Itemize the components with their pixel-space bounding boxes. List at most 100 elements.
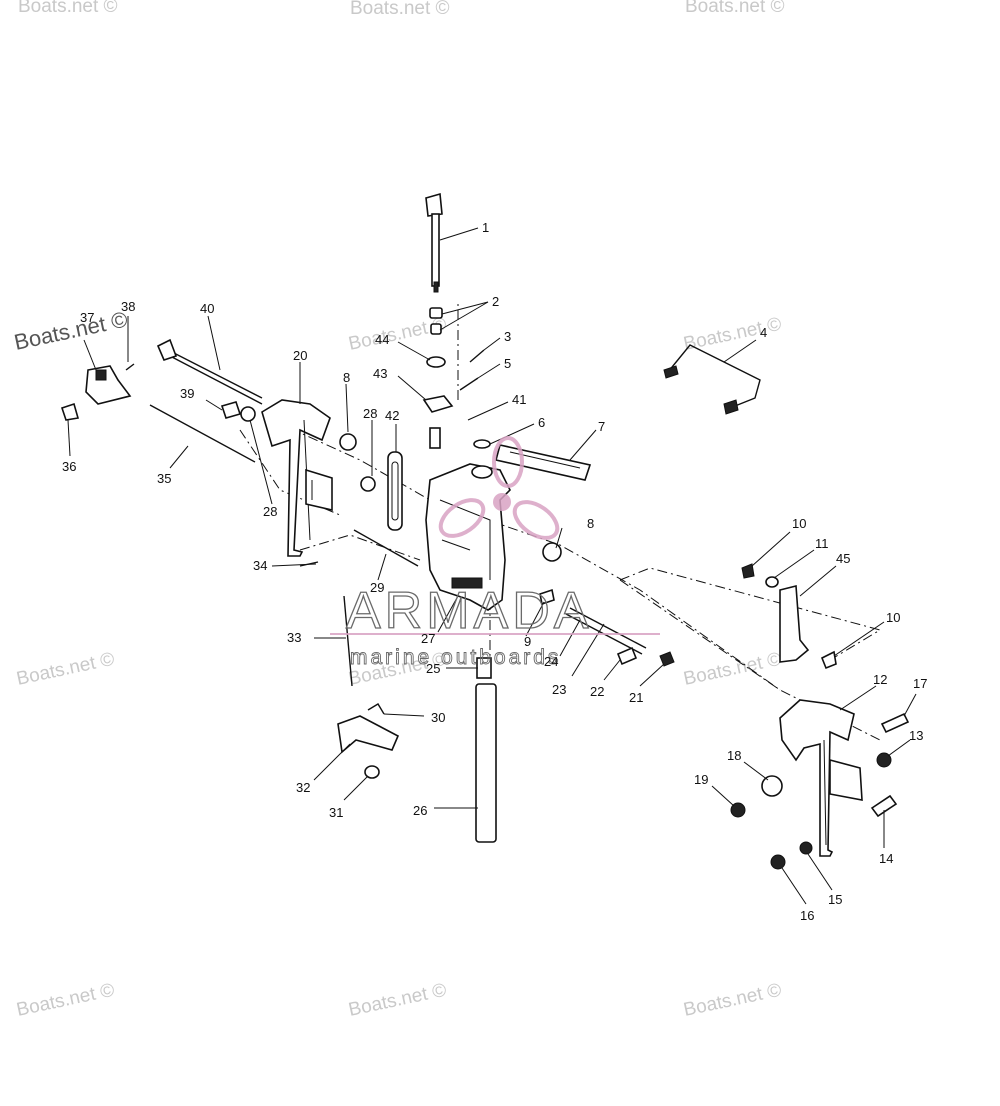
part-number-label: 19: [694, 772, 708, 787]
part-number-label: 35: [157, 471, 171, 486]
part-number-label: 9: [524, 634, 531, 649]
bushing: [360, 476, 376, 492]
bolt: [870, 794, 898, 818]
bolt: [820, 650, 837, 670]
clamp-bracket: [85, 365, 132, 405]
part-number-label: 33: [287, 630, 301, 645]
nut: [770, 854, 786, 870]
spring-clip: [367, 703, 385, 715]
nut: [876, 752, 892, 768]
part-number-label: 40: [200, 301, 214, 316]
watermark: Boats.net ©: [18, 0, 118, 17]
grease-fitting: [616, 646, 638, 666]
nut: [659, 651, 675, 667]
tilt-rod: [149, 404, 256, 463]
washer: [761, 775, 783, 797]
part-number-label: 28: [363, 406, 377, 421]
right-stern-bracket: [779, 699, 863, 857]
left-stern-bracket: [261, 399, 333, 557]
part-number-label: 31: [329, 805, 343, 820]
part-number-label: 37: [80, 310, 94, 325]
part-number-label: 14: [879, 851, 893, 866]
cap-nut: [220, 401, 242, 419]
part-number-label: 44: [375, 332, 389, 347]
stop-bracket: [779, 584, 810, 663]
part-number-label: 16: [800, 908, 814, 923]
nut: [799, 841, 813, 855]
part-number-label: 34: [253, 558, 267, 573]
pin: [125, 363, 135, 371]
swivel-bracket: [425, 463, 511, 611]
part-number-label: 3: [504, 329, 511, 344]
part-number-label: 24: [544, 654, 558, 669]
part-number-label: 13: [909, 728, 923, 743]
watermark: Boats.net ©: [15, 980, 117, 1021]
part-number-label: 11: [815, 536, 829, 551]
nut: [364, 765, 380, 779]
part-number-label: 38: [121, 299, 135, 314]
part-number-label: 30: [431, 710, 445, 725]
shift-link: [343, 595, 353, 687]
part-number-label: 4: [760, 325, 767, 340]
part-number-label: 36: [62, 459, 76, 474]
leader-lines: [67, 227, 917, 905]
washer: [240, 406, 256, 422]
part-number-label: 21: [629, 690, 643, 705]
tilt-tube: [569, 607, 647, 649]
watermark: Boats.net ©: [682, 980, 784, 1021]
tilt-lock-lever: [425, 192, 443, 293]
nut: [730, 802, 746, 818]
part-number-label: 41: [512, 392, 526, 407]
bolt: [741, 563, 755, 579]
steering-tube: [475, 657, 497, 843]
washer: [542, 542, 562, 562]
part-number-label: 10: [886, 610, 900, 625]
washer: [426, 356, 446, 368]
part-number-label: 42: [385, 408, 399, 423]
brand-tagline: marine outboards: [350, 646, 561, 669]
shift-rod: [663, 344, 761, 415]
watermark: Boats.net ©: [682, 649, 784, 690]
part-number-label: 15: [828, 892, 842, 907]
armada-logo: [330, 436, 660, 635]
watermark: Boats.net ©: [12, 306, 130, 354]
watermark: Boats.net ©: [685, 0, 785, 17]
part-number-label: 28: [263, 504, 277, 519]
part-number-label: 2: [492, 294, 499, 309]
part-number-label: 22: [590, 684, 604, 699]
spacer: [429, 427, 441, 449]
clip: [539, 588, 555, 606]
part-number-label: 45: [836, 551, 850, 566]
slotted-link: [387, 451, 403, 531]
part-number-labels: 1 2 3 4 5 6 7 8 8 9 10 10 11 12 13 14 15…: [62, 220, 927, 923]
part-number-label: 6: [538, 415, 545, 430]
part-number-label: 39: [180, 386, 194, 401]
watermark: Boats.net ©: [347, 980, 449, 1021]
part-number-label: 5: [504, 356, 511, 371]
part-number-label: 20: [293, 348, 307, 363]
part-number-label: 8: [343, 370, 350, 385]
washer: [473, 439, 491, 449]
lock-plate: [422, 395, 454, 413]
bolt: [880, 712, 910, 734]
part-number-label: 8: [587, 516, 594, 531]
pin: [459, 377, 479, 391]
part-number-label: 18: [727, 748, 741, 763]
part-number-label: 29: [370, 580, 384, 595]
part-number-label: 1: [482, 220, 489, 235]
part-number-label: 7: [598, 419, 605, 434]
part-number-label: 32: [296, 780, 310, 795]
tilt-lock-bar: [495, 444, 592, 481]
part-number-label: 17: [913, 676, 927, 691]
watermark: Boats.net ©: [350, 0, 450, 19]
part-number-label: 27: [421, 631, 435, 646]
part-number-label: 23: [552, 682, 566, 697]
part-number-label: 10: [792, 516, 806, 531]
pin: [353, 529, 419, 567]
washer: [339, 433, 357, 451]
part-number-label: 25: [426, 661, 440, 676]
part-number-label: 12: [873, 672, 887, 687]
bushing: [60, 402, 80, 421]
brand-name: ARMADA: [346, 582, 592, 640]
